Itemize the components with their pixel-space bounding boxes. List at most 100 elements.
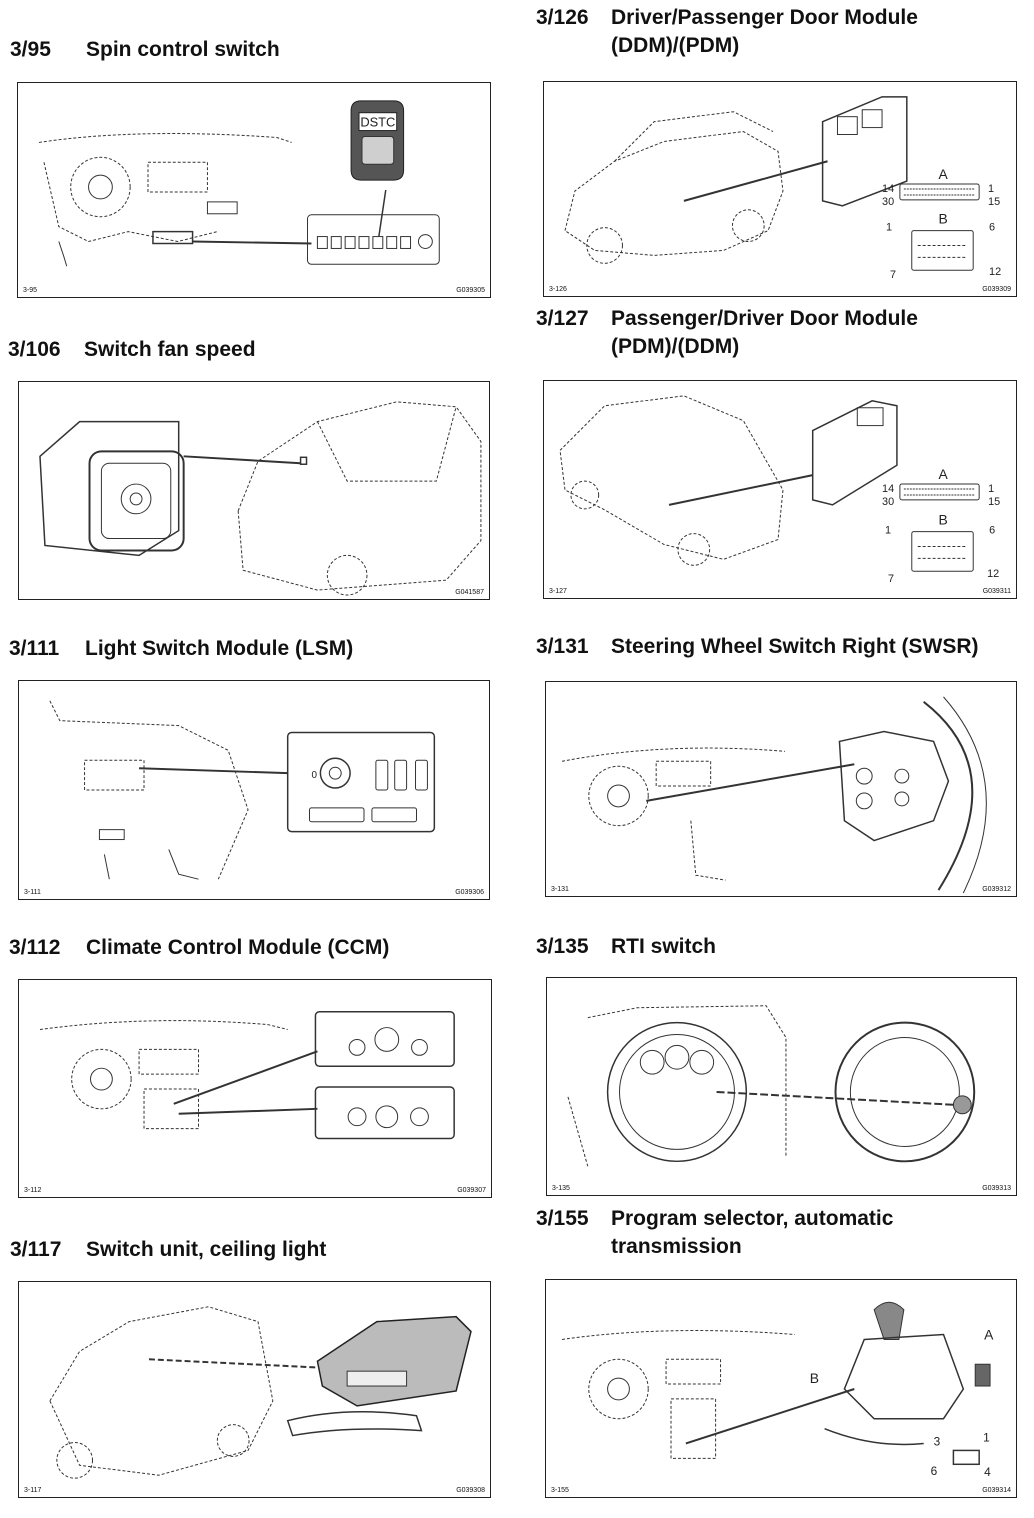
figure-code: G039308	[456, 1487, 485, 1494]
connector-b	[911, 230, 974, 271]
section-name-line2: (DDM)/(PDM)	[611, 34, 740, 57]
connector-b	[911, 531, 974, 572]
section-name: Light Switch Module (LSM)	[85, 637, 354, 660]
section-name-line1: Passenger/Driver Door Module	[611, 307, 918, 330]
connector-b-label: B	[939, 211, 948, 227]
figure-code: G039307	[457, 1187, 486, 1194]
pin-label: 14	[882, 483, 894, 495]
section-code: 3/155	[536, 1207, 589, 1230]
figure-code: G039312	[982, 886, 1011, 893]
section-name: Steering Wheel Switch Right (SWSR)	[611, 635, 979, 658]
rti-illustration	[567, 1005, 976, 1167]
section-code: 3/131	[536, 635, 589, 658]
figure-code: G041587	[455, 589, 484, 596]
figure-number: 3-112	[24, 1187, 42, 1194]
car-illustration: A 14 30 1 15 B 1 6 7 12	[564, 96, 1001, 281]
section-title-3-135: 3/135 RTI switch	[536, 933, 716, 961]
section-code: 3/112	[9, 936, 61, 959]
figure-code: G039305	[456, 287, 485, 294]
section-code: 3/95	[10, 38, 51, 61]
section-name-line1: Driver/Passenger Door Module	[611, 6, 918, 29]
section-title-3-126: 3/126 Driver/Passenger Door Module (DDM)/(…	[536, 4, 918, 60]
figure-code: G039311	[982, 588, 1011, 595]
pin-label: 15	[988, 196, 1000, 208]
pin-label: 7	[888, 573, 894, 585]
pin-label: 1	[988, 483, 994, 495]
section-title-3-127: 3/127 Passenger/Driver Door Module (PDM)/(…	[536, 305, 918, 361]
figure-code: G039314	[982, 1487, 1011, 1494]
connector-a-label: A	[939, 166, 949, 182]
figure-code: G039309	[982, 286, 1011, 293]
pin-label: 7	[890, 269, 896, 281]
figure-door-module-ddm-pdm: A 14 30 1 15 B 1 6 7 12 3-126 G039309	[543, 81, 1017, 297]
connector-a	[899, 483, 980, 501]
pin-label: 30	[882, 496, 894, 508]
steering-wheel-illustration	[561, 696, 987, 894]
figure-door-module-pdm-ddm: A 14 30 1 15 B 1 6 7 12 3-127 G039311	[543, 380, 1017, 599]
pin-label: 6	[989, 222, 995, 234]
button-row	[316, 234, 433, 249]
ccm-illustration	[39, 1010, 455, 1140]
section-name: RTI switch	[611, 935, 717, 958]
figure-number: 3-95	[23, 287, 38, 294]
figure-rti-switch: 3-135 G039313	[546, 977, 1017, 1196]
figure-number: 3-111	[24, 889, 41, 896]
section-name-line2: transmission	[611, 1235, 742, 1258]
figure-code: G039313	[982, 1185, 1011, 1192]
pin-label: 4	[984, 1465, 991, 1479]
car-illustration: A 14 30 1 15 B 1 6 7 12	[559, 395, 1000, 585]
figure-program-selector: A B 3 1 6 4 3-155 G039314	[545, 1279, 1017, 1498]
pin-label: 3	[934, 1434, 941, 1448]
section-code: 3/111	[9, 637, 60, 660]
pin-label: 1	[886, 222, 892, 234]
pin-label: 12	[989, 266, 1001, 278]
figure-light-switch-module: 0 3-111 G039306	[18, 680, 490, 900]
section-name-line2: (PDM)/(DDM)	[611, 335, 740, 358]
figure-number: 3-117	[24, 1487, 42, 1494]
figure-number: 3-127	[549, 588, 567, 595]
gear-selector-illustration: A B 3 1 6 4	[561, 1301, 994, 1479]
section-title-3-112: 3/112 Climate Control Module (CCM)	[9, 934, 389, 962]
section-name: Climate Control Module (CCM)	[86, 936, 390, 959]
section-title-3-131: 3/131 Steering Wheel Switch Right (SWSR)	[536, 633, 979, 661]
pin-label: 12	[987, 568, 999, 580]
section-title-3-117: 3/117 Switch unit, ceiling light	[10, 1236, 326, 1264]
section-code: 3/106	[8, 338, 61, 361]
figure-number: 3-135	[552, 1185, 570, 1192]
section-code: 3/126	[536, 6, 589, 29]
pin-label: 1	[983, 1431, 990, 1445]
ceiling-light-illustration	[49, 1306, 472, 1479]
section-name: Switch fan speed	[84, 338, 256, 361]
connector-a	[899, 183, 980, 201]
figure-steering-wheel-switch-right: 3-131 G039312	[545, 681, 1017, 897]
figure-number: 3-126	[549, 286, 567, 293]
connector-b-label: B	[939, 512, 948, 528]
figure-spin-control-switch: DSTC 3-95 G039305	[17, 82, 491, 298]
callout-b: B	[810, 1370, 819, 1386]
switch-position-label: 0	[311, 770, 317, 781]
pin-label: 15	[988, 496, 1000, 508]
section-code: 3/135	[536, 935, 589, 958]
callout-a: A	[984, 1326, 994, 1342]
section-name: Spin control switch	[86, 38, 280, 61]
pin-label: 14	[882, 183, 894, 195]
figure-climate-control-module: 3-112 G039307	[18, 979, 492, 1198]
section-code: 3/117	[10, 1238, 62, 1261]
section-title-3-111: 3/111 Light Switch Module (LSM)	[9, 635, 353, 663]
figure-switch-fan-speed: G041587	[18, 381, 490, 600]
pin-label: 1	[988, 183, 994, 195]
figure-switch-unit-ceiling-light: 3-117 G039308	[18, 1281, 491, 1498]
figure-number: 3-131	[551, 886, 569, 893]
dashboard-illustration: DSTC	[38, 100, 440, 267]
figure-number: 3-155	[551, 1487, 569, 1494]
fan-switch-illustration	[39, 401, 482, 596]
lsm-illustration: 0	[49, 700, 436, 880]
section-name: Switch unit, ceiling light	[86, 1238, 327, 1261]
pin-label: 6	[931, 1464, 938, 1478]
dstc-button-label: DSTC	[360, 115, 395, 130]
section-code: 3/127	[536, 307, 589, 330]
section-title-3-106: 3/106 Switch fan speed	[8, 336, 256, 364]
connector-a-label: A	[939, 466, 949, 482]
pin-label: 30	[882, 196, 894, 208]
